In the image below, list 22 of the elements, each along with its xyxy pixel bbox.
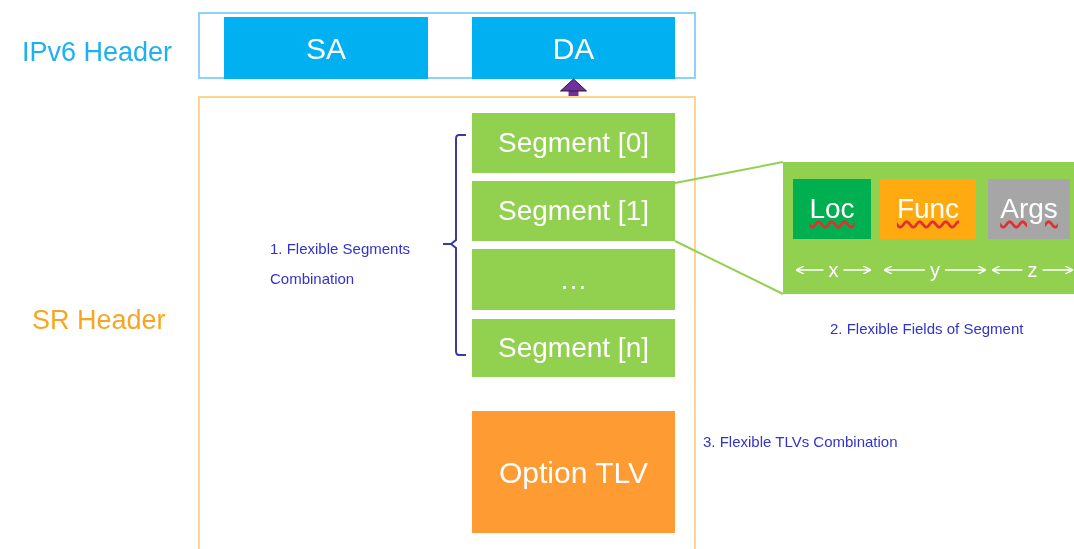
annotation-text: 2. Flexible Fields of Segment — [830, 319, 1024, 339]
annotation-text: 1. Flexible Segments Combination — [270, 239, 412, 289]
address-field: DA — [472, 17, 675, 79]
address-field: SA — [224, 17, 428, 79]
field-box: Args — [988, 179, 1070, 239]
annotation-text: 3. Flexible TLVs Combination — [703, 432, 898, 452]
header-label: SR Header — [32, 304, 166, 337]
zoom-line — [674, 240, 784, 295]
segment-box: Segment [n] — [472, 319, 675, 377]
segment-box: … — [472, 249, 675, 310]
zoom-line — [674, 161, 784, 184]
field-box: Func — [880, 179, 976, 239]
field-box: Loc — [793, 179, 871, 239]
segment-box: Segment [0] — [472, 113, 675, 173]
header-label: IPv6 Header — [22, 36, 173, 69]
block-arrow — [560, 78, 587, 96]
dimension-label: x — [827, 258, 840, 283]
dimension-label: z — [1026, 258, 1039, 283]
segment-detail-panel — [783, 162, 1074, 294]
segment-box: Segment [1] — [472, 181, 675, 241]
option-box: Option TLV — [472, 411, 675, 533]
dimension-label: y — [929, 258, 941, 283]
